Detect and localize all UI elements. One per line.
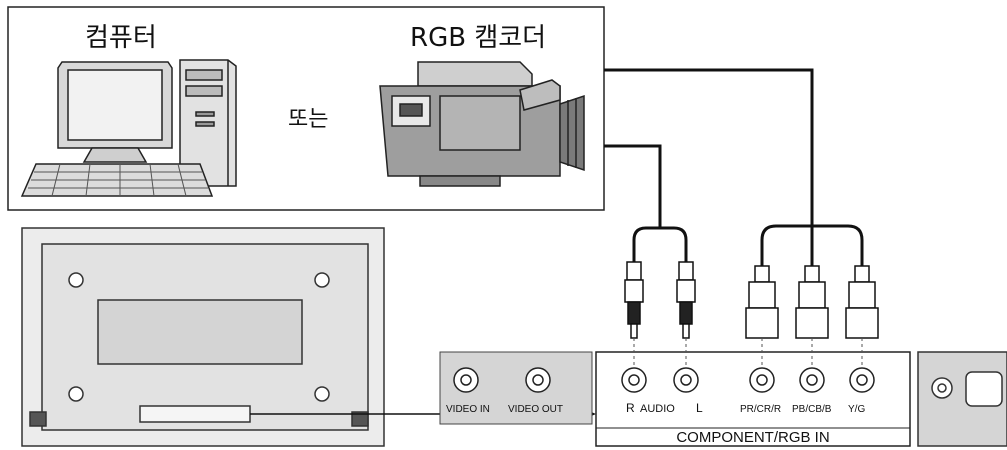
video-port-panel <box>439 351 593 425</box>
video-in-label: VIDEO IN <box>446 404 490 415</box>
cables <box>604 68 864 266</box>
pb-label: PB/CB/B <box>792 404 832 415</box>
y-label: Y/G <box>848 404 865 415</box>
serial-port-panel <box>917 351 1007 447</box>
or-label: 또는 <box>288 107 328 132</box>
audio-label: AUDIO <box>640 403 675 415</box>
bnc-plugs <box>745 265 879 339</box>
computer-icon <box>20 59 237 197</box>
video-out-label: VIDEO OUT <box>508 404 563 415</box>
audio-r-label: R <box>626 401 635 415</box>
pr-label: PR/CR/R <box>740 404 781 415</box>
audio-l-label: L <box>696 401 703 415</box>
display-panel <box>21 227 385 447</box>
computer-label: 컴퓨터 <box>85 23 157 53</box>
component-port-panel <box>595 351 911 447</box>
component-rgb-in-label: COMPONENT/RGB IN <box>676 429 829 446</box>
rca-plugs <box>624 261 696 339</box>
plug-guide-lines <box>633 338 863 366</box>
camcorder-label: RGB 캠코더 <box>410 23 546 53</box>
camcorder-icon <box>379 61 585 187</box>
audio-jacks <box>621 367 699 393</box>
component-jacks <box>749 367 875 393</box>
